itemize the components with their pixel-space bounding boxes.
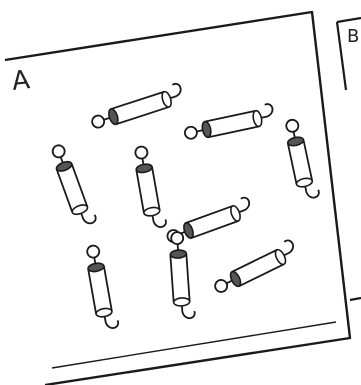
spring-molecule bbox=[283, 117, 320, 200]
panel-b-label: B bbox=[347, 26, 359, 47]
spring-molecule bbox=[183, 103, 276, 142]
spring-molecules bbox=[49, 83, 320, 331]
spring-molecule bbox=[210, 239, 299, 296]
spring-molecule bbox=[169, 231, 195, 319]
spring-molecule bbox=[49, 142, 97, 229]
spring-molecule bbox=[89, 83, 185, 132]
panel-a-border bbox=[5, 12, 350, 385]
spring-molecule bbox=[84, 244, 119, 331]
panel-a-label: A bbox=[10, 65, 31, 97]
spring-molecule bbox=[132, 145, 166, 230]
